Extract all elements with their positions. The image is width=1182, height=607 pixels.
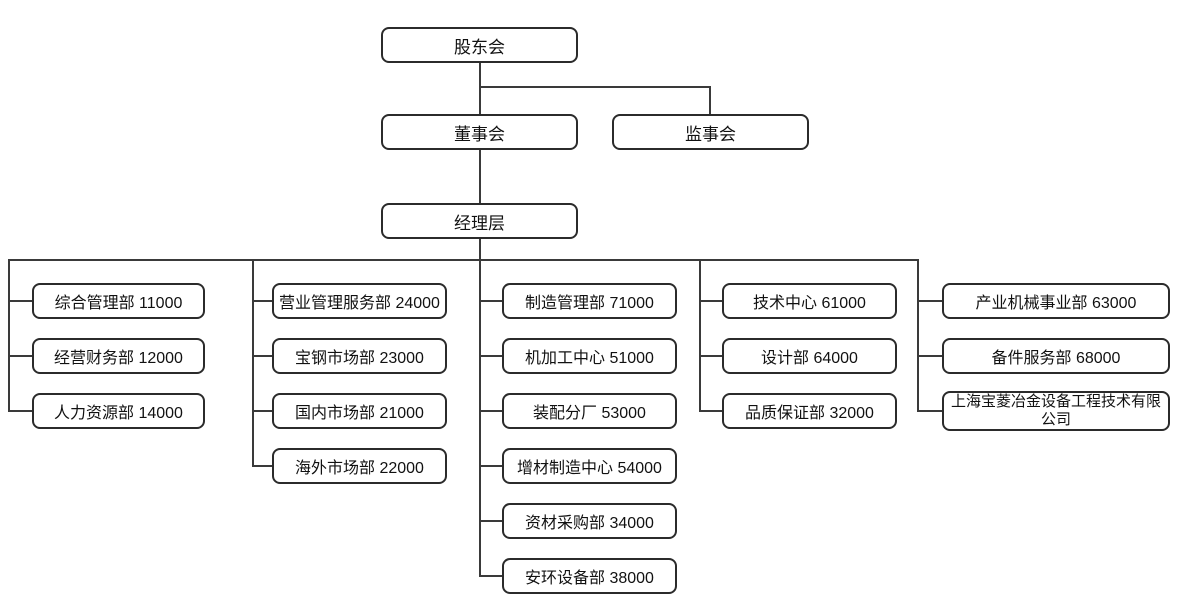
connector-line bbox=[699, 355, 722, 357]
connector-line bbox=[479, 575, 502, 577]
connector-line bbox=[479, 86, 711, 88]
org-node-department: 设计部 64000 bbox=[722, 338, 897, 374]
connector-line bbox=[8, 410, 32, 412]
connector-line bbox=[8, 355, 32, 357]
connector-line bbox=[8, 259, 919, 261]
org-node-department: 机加工中心 51000 bbox=[502, 338, 677, 374]
connector-line bbox=[252, 259, 254, 467]
connector-line bbox=[699, 259, 701, 412]
org-node-department: 装配分厂 53000 bbox=[502, 393, 677, 429]
org-node-board: 董事会 bbox=[381, 114, 578, 150]
connector-line bbox=[252, 410, 272, 412]
org-node-department: 产业机械事业部 63000 bbox=[942, 283, 1170, 319]
connector-line bbox=[917, 259, 919, 412]
connector-line bbox=[699, 410, 722, 412]
connector-line bbox=[479, 355, 502, 357]
connector-line bbox=[8, 259, 10, 412]
connector-line bbox=[479, 520, 502, 522]
connector-line bbox=[8, 300, 32, 302]
connector-line bbox=[252, 465, 272, 467]
connector-line bbox=[479, 465, 502, 467]
connector-line bbox=[699, 300, 722, 302]
org-node-department: 品质保证部 32000 bbox=[722, 393, 897, 429]
connector-line bbox=[917, 355, 942, 357]
connector-line bbox=[917, 410, 942, 412]
org-node-department: 技术中心 61000 bbox=[722, 283, 897, 319]
org-node-department: 综合管理部 11000 bbox=[32, 283, 205, 319]
connector-line bbox=[479, 410, 502, 412]
org-node-department: 人力资源部 14000 bbox=[32, 393, 205, 429]
org-node-department: 安环设备部 38000 bbox=[502, 558, 677, 594]
org-node-shareholders: 股东会 bbox=[381, 27, 578, 63]
org-node-department: 海外市场部 22000 bbox=[272, 448, 447, 484]
org-node-department: 经营财务部 12000 bbox=[32, 338, 205, 374]
org-node-department: 宝钢市场部 23000 bbox=[272, 338, 447, 374]
org-node-department: 国内市场部 21000 bbox=[272, 393, 447, 429]
connector-line bbox=[479, 150, 481, 203]
connector-line bbox=[709, 86, 711, 114]
connector-line bbox=[479, 239, 481, 261]
connector-line bbox=[917, 300, 942, 302]
connector-line bbox=[479, 300, 502, 302]
org-node-department: 增材制造中心 54000 bbox=[502, 448, 677, 484]
org-node-subsidiary: 上海宝菱冶金设备工程技术有限公司 bbox=[942, 391, 1170, 431]
org-node-management: 经理层 bbox=[381, 203, 578, 239]
org-node-department: 备件服务部 68000 bbox=[942, 338, 1170, 374]
connector-line bbox=[479, 259, 481, 577]
connector-line bbox=[479, 63, 481, 114]
org-node-department: 资材采购部 34000 bbox=[502, 503, 677, 539]
org-node-department: 制造管理部 71000 bbox=[502, 283, 677, 319]
org-node-department: 营业管理服务部 24000 bbox=[272, 283, 447, 319]
org-node-supervisory: 监事会 bbox=[612, 114, 809, 150]
connector-line bbox=[252, 300, 272, 302]
connector-line bbox=[252, 355, 272, 357]
